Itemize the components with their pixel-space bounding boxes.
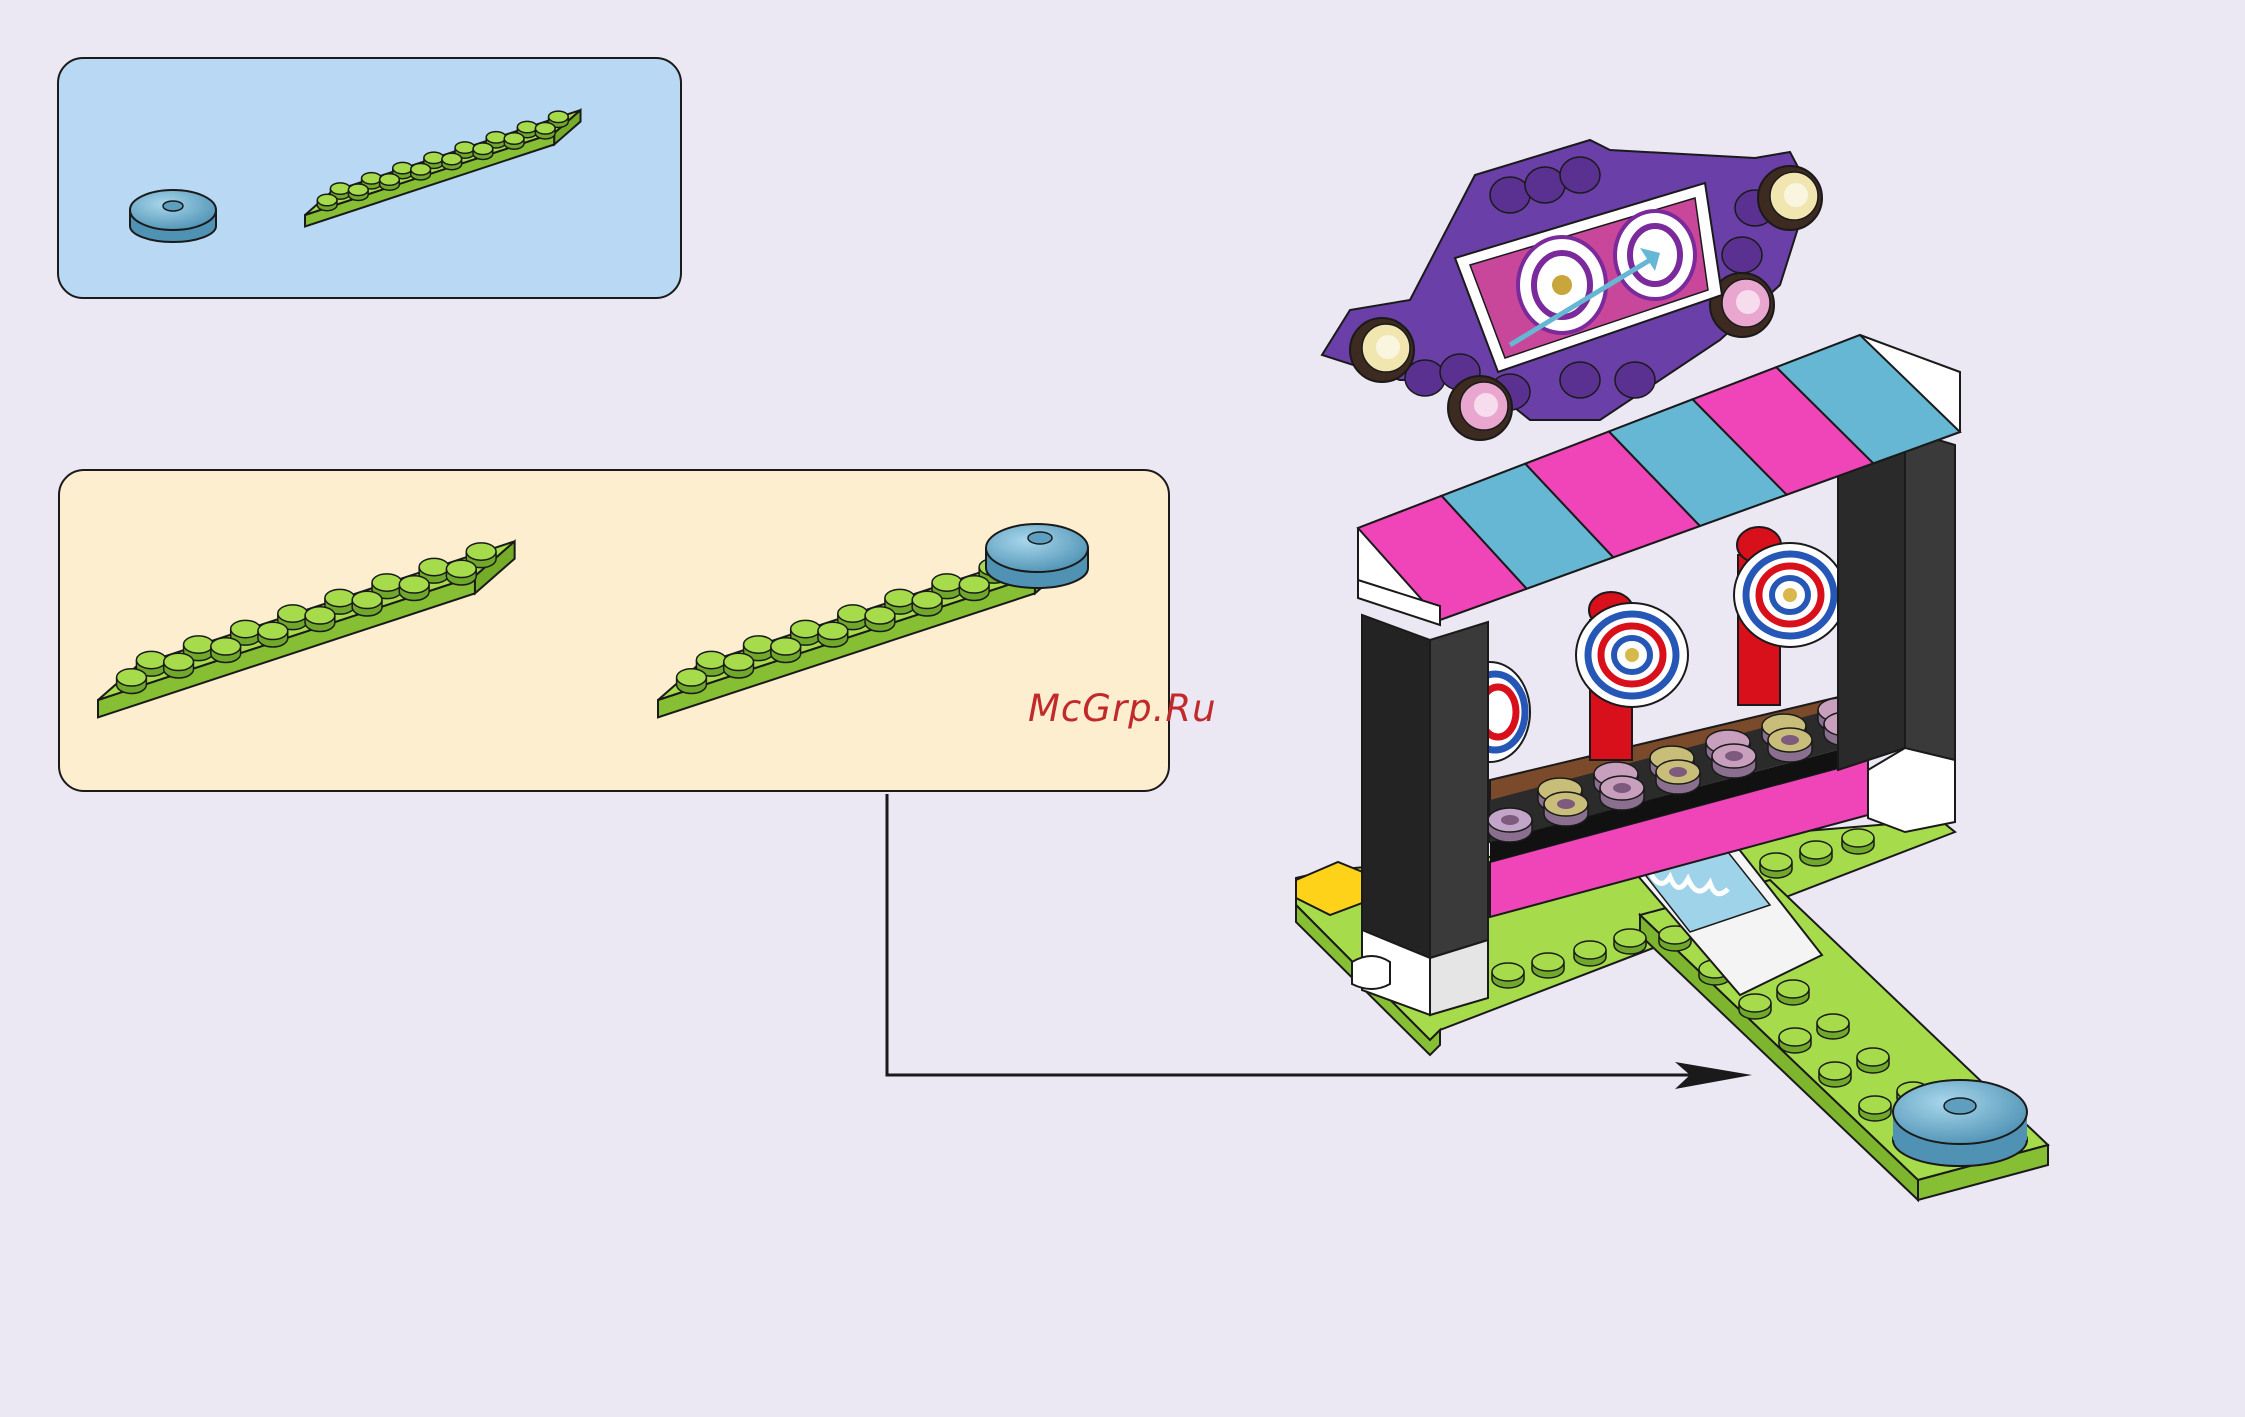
plate-with-round-tile-icon xyxy=(658,524,1088,717)
plate-2x8-lime-icon xyxy=(98,541,515,717)
target-2-icon xyxy=(1734,527,1846,705)
shooting-gallery-model-icon xyxy=(1296,140,2048,1200)
watermark-text: McGrp.Ru xyxy=(1028,687,1217,730)
target-1-icon xyxy=(1576,592,1688,760)
plate-2x8-lime-icon xyxy=(305,110,581,226)
round-tile-on-plate-icon xyxy=(986,524,1088,588)
round-tile-2x2-blue-icon xyxy=(130,190,216,242)
